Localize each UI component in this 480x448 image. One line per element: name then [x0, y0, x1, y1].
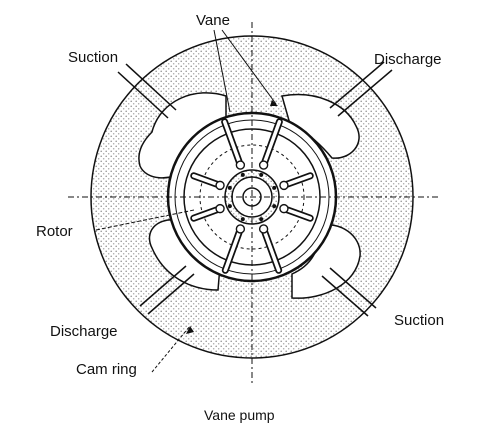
label-suction-top: Suction [68, 49, 119, 66]
vanes [190, 118, 314, 274]
label-discharge-top: Discharge [374, 51, 442, 68]
suction-pipe-upper [117, 71, 169, 119]
hub-spline-dot [240, 217, 245, 222]
label-vane: Vane [196, 12, 230, 29]
vane-slot [223, 227, 243, 273]
vane-root-hole [258, 160, 269, 170]
label-rotor: Rotor [36, 223, 73, 240]
hub-spline-dot [259, 172, 264, 177]
vane-root-hole [215, 180, 225, 191]
label-suction-bottom: Suction [394, 312, 445, 329]
vane-root-hole [235, 160, 246, 170]
hub-spline-dot [227, 204, 232, 209]
label-discharge-bottom: Discharge [50, 323, 118, 340]
label-cam-ring: Cam ring [76, 361, 137, 378]
vane-root-hole [279, 180, 289, 191]
vane-slot [222, 120, 243, 167]
vane-root-hole [258, 224, 269, 234]
vane-root-hole [235, 224, 246, 234]
vane-slot [261, 227, 281, 273]
hub-spline-dot [272, 204, 277, 209]
discharge-pipe-lower [147, 273, 195, 315]
hub-spline-dot [259, 217, 264, 222]
vane-root-hole [215, 203, 225, 214]
vane-slot [261, 120, 282, 167]
hub-spline-dot [240, 172, 245, 177]
caption: Vane pump [204, 407, 275, 423]
suction-pipe-lower [329, 267, 377, 309]
hub-spline-dot [227, 185, 232, 190]
vane-root-hole [279, 203, 289, 214]
vane-leader-right [221, 29, 277, 105]
hub-spline-dot [272, 185, 277, 190]
vane-leader-left [213, 29, 231, 113]
rotor-leader [95, 209, 195, 231]
discharge-pipe-upper [337, 69, 393, 117]
